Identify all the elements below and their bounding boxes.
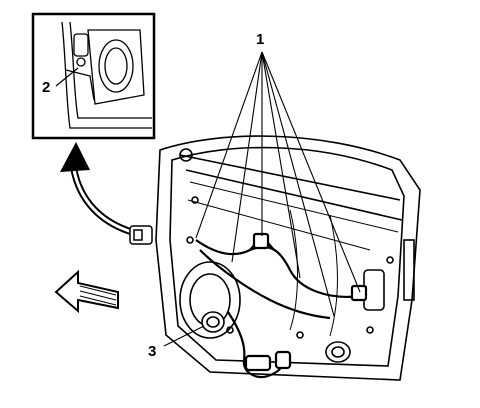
- callout-3-label: 3: [148, 343, 156, 360]
- grommet: [201, 311, 225, 333]
- curved-arrow-icon: [60, 142, 134, 236]
- inset-door-panel: [61, 21, 152, 129]
- harness-connector: [129, 225, 153, 245]
- callout-3-leader: [163, 325, 205, 347]
- callout-1-leaders: [195, 51, 361, 317]
- inset-detail: 2: [31, 12, 156, 140]
- callout-1-label: 1: [256, 31, 264, 48]
- wiring-harness: [195, 232, 368, 379]
- direction-arrow-icon: [54, 269, 119, 314]
- door-panel: [155, 135, 421, 381]
- callout-2-label: 2: [42, 79, 50, 96]
- inset-frame: [31, 12, 156, 140]
